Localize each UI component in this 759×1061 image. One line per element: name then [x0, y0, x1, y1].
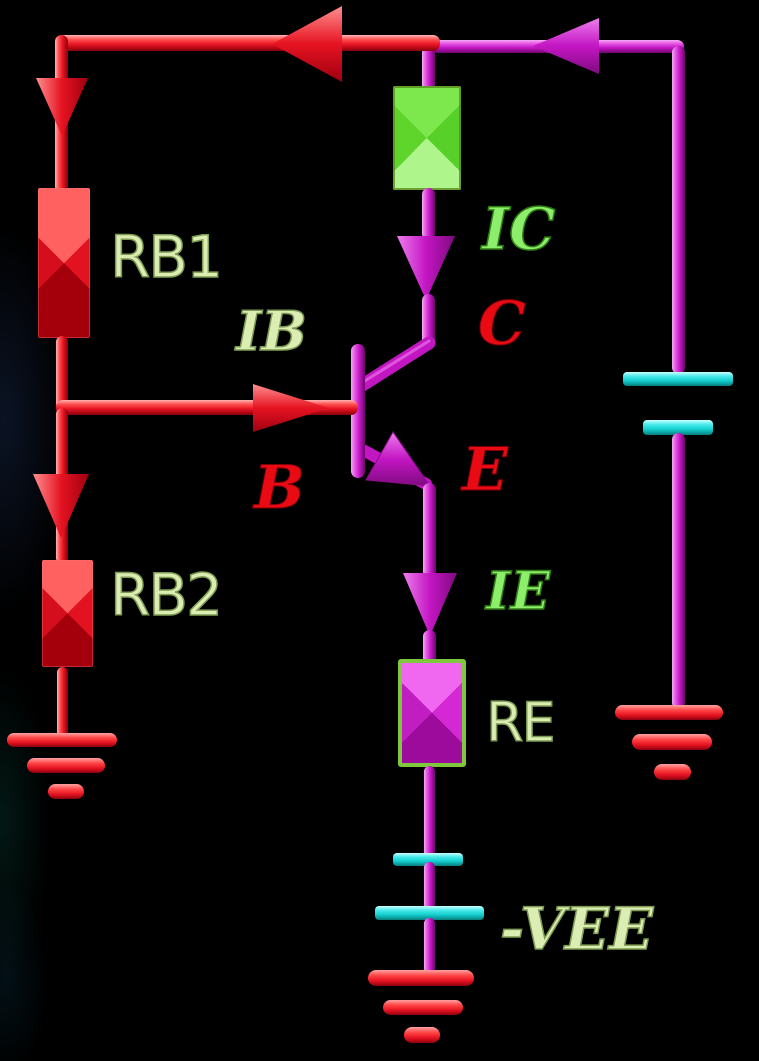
label-vee: -VEE: [499, 895, 654, 963]
right-ground-bar-1: [615, 705, 723, 720]
label-emitter: E: [462, 435, 509, 505]
wire-right-upper: [672, 46, 685, 374]
right-battery-long-plate: [623, 372, 733, 386]
resistor-rb1: [38, 188, 90, 338]
label-ib: IB: [235, 299, 307, 363]
collector-lead-highlight: [361, 339, 431, 384]
arrow-down-left-2-icon: [33, 474, 89, 538]
wire-collector-3: [422, 294, 435, 346]
wire-right-lower: [672, 433, 685, 709]
wire-emitter-5: [424, 918, 435, 974]
left-ground-bar-3: [48, 784, 84, 799]
right-battery-short-plate: [643, 420, 713, 435]
label-base: B: [254, 453, 306, 523]
wire-emitter-3: [424, 766, 435, 858]
wire-emitter-4: [424, 862, 435, 910]
middle-ground-bar-3: [404, 1027, 440, 1043]
vee-battery-short-plate: [393, 853, 463, 866]
label-rb2: RB2: [109, 561, 224, 629]
label-ic: IC: [481, 195, 556, 263]
wire-emitter-2: [423, 630, 436, 664]
current-arrow-ib-icon: [253, 384, 329, 432]
resistor-re: [398, 659, 466, 767]
wire-top-red: [56, 35, 440, 51]
emitter-arrow-icon: [365, 431, 432, 487]
current-arrow-top-red-icon: [272, 6, 342, 82]
wire-left-ground: [57, 667, 68, 737]
wire-collector-2: [422, 188, 435, 240]
label-re: RE: [485, 691, 556, 754]
transistor-base-bar: [351, 344, 365, 478]
right-ground-bar-2: [632, 734, 712, 750]
left-ground-bar-1: [7, 733, 117, 747]
label-rb1: RB1: [109, 223, 224, 291]
wire-left-mid: [56, 336, 68, 410]
current-arrow-ie-icon: [403, 573, 457, 636]
emitter-lead: [355, 443, 432, 490]
label-ie: IE: [485, 561, 550, 622]
label-collector: C: [478, 289, 527, 359]
wire-collector-1: [422, 46, 435, 92]
right-ground-bar-3: [654, 764, 691, 780]
left-ground-bar-2: [27, 758, 105, 773]
middle-ground-bar-2: [383, 1000, 463, 1015]
current-arrow-top-magenta-icon: [533, 18, 599, 74]
collector-lead: [354, 336, 436, 393]
collector-resistor: [393, 86, 461, 190]
arrow-down-left-1-icon: [36, 78, 88, 136]
wire-emitter-1: [423, 483, 436, 578]
current-arrow-ic-icon: [397, 236, 455, 300]
resistor-rb2: [42, 560, 93, 667]
vee-battery-long-plate: [375, 906, 484, 920]
middle-ground-bar-1: [368, 970, 474, 986]
